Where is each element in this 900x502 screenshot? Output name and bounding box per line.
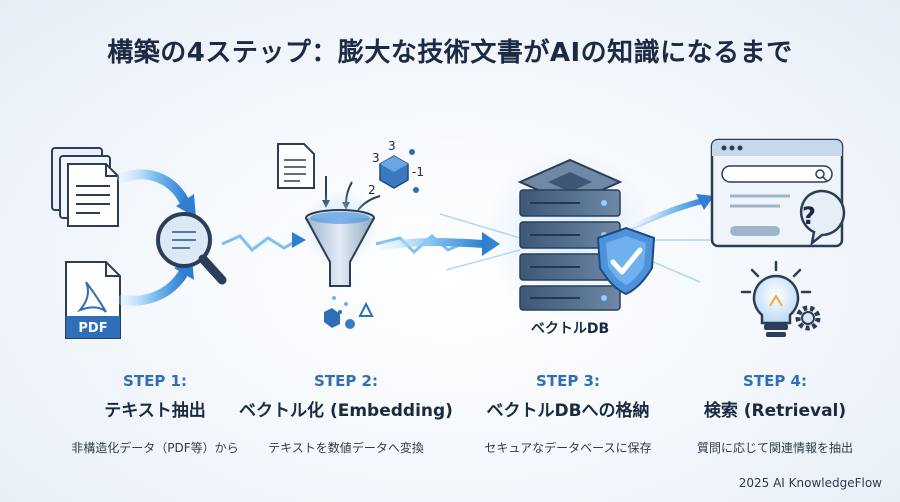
vector-number: -1: [412, 165, 424, 179]
step-description: セキュアなデータベースに保存: [484, 441, 652, 455]
pdf-label: PDF: [78, 321, 107, 336]
vector-db-label: ベクトルDB: [530, 321, 610, 337]
text-document-icon: [277, 143, 315, 189]
step-name: 検索 (Retrieval): [703, 401, 847, 421]
step-description: テキストを数値データへ変換: [268, 441, 424, 455]
step-3: STEP 3: ベクトルDBへの格納 セキュアなデータベースに保存: [450, 372, 686, 456]
energy-link-3: [633, 197, 709, 229]
question-bubble-icon: ?: [799, 189, 846, 247]
vector-number: 2: [368, 183, 376, 197]
server-icon: [517, 158, 623, 311]
document-stack-icon: [51, 147, 119, 227]
vector-number: 3: [388, 139, 396, 153]
step-1: STEP 1: テキスト抽出 非構造化データ（PDF等）から: [40, 372, 270, 456]
step-4: STEP 4: 検索 (Retrieval) 質問に応じて関連情報を抽出: [660, 372, 890, 456]
step-number: STEP 4:: [743, 372, 807, 390]
step-name: テキスト抽出: [104, 401, 206, 421]
flow-arrow-docs: [117, 169, 191, 210]
funnel-icon: [305, 209, 375, 287]
magnifier-icon: [156, 212, 227, 285]
step-number: STEP 3:: [536, 372, 600, 390]
data-sphere-icon: [345, 319, 355, 329]
energy-link-1: [221, 234, 299, 253]
step-name: ベクトル化 (Embedding): [239, 401, 453, 421]
step-name: ベクトルDBへの格納: [486, 401, 650, 421]
flow-arrow-pdf: [117, 267, 189, 306]
step-2: STEP 2: ベクトル化 (Embedding) テキストを数値データへ変換: [228, 372, 464, 456]
svg-text:?: ?: [802, 202, 816, 230]
footer-credit: 2025 AI KnowledgeFlow: [738, 476, 882, 490]
page-title: 構築の4ステップ：膨大な技術文書がAIの知識になるまで: [107, 38, 793, 68]
security-shield-icon: [596, 226, 656, 296]
step-number: STEP 2:: [314, 372, 378, 390]
step-description: 非構造化データ（PDF等）から: [71, 441, 239, 455]
data-cube-icon: [324, 308, 340, 328]
step-number: STEP 1:: [123, 372, 187, 390]
data-triangle-icon: [358, 301, 374, 317]
pdf-file-icon: PDF: [65, 261, 121, 339]
gear-icon: [795, 305, 821, 331]
vector-cube-icon: 3 3 2 -1: [368, 139, 424, 197]
vector-number: 3: [372, 151, 380, 165]
step-description: 質問に応じて関連情報を抽出: [696, 441, 853, 455]
lightbulb-icon: [740, 260, 812, 337]
